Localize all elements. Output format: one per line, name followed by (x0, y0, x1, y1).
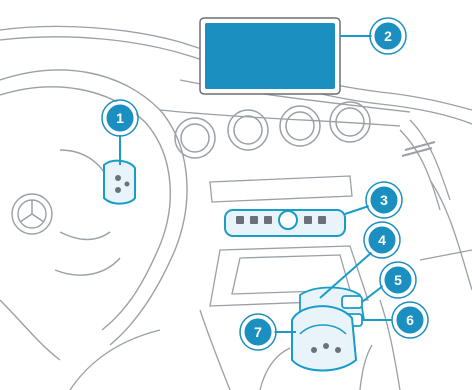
callout-badge-1: 1 (102, 100, 138, 136)
callout-number-5: 5 (394, 272, 402, 288)
callout-number-4: 4 (378, 232, 386, 248)
callout-badge-5: 5 (380, 262, 416, 298)
callout-number-3: 3 (380, 192, 388, 208)
callout-number-1: 1 (116, 110, 124, 126)
callout-number-7: 7 (254, 324, 262, 340)
steering-wheel (0, 70, 187, 360)
console-button (342, 296, 362, 308)
touchpad (292, 306, 356, 370)
callout-badge-4: 4 (364, 222, 400, 258)
media-display (200, 18, 340, 94)
callout-badge-7: 7 (240, 314, 276, 350)
callout-badge-3: 3 (366, 182, 402, 218)
steering-wheel-touch-control (104, 161, 135, 204)
center-console-control-panel (210, 176, 352, 236)
callout-badge-2: 2 (370, 18, 406, 54)
callout-badge-6: 6 (392, 302, 428, 338)
callout-number-6: 6 (406, 312, 414, 328)
callout-number-2: 2 (384, 28, 392, 44)
